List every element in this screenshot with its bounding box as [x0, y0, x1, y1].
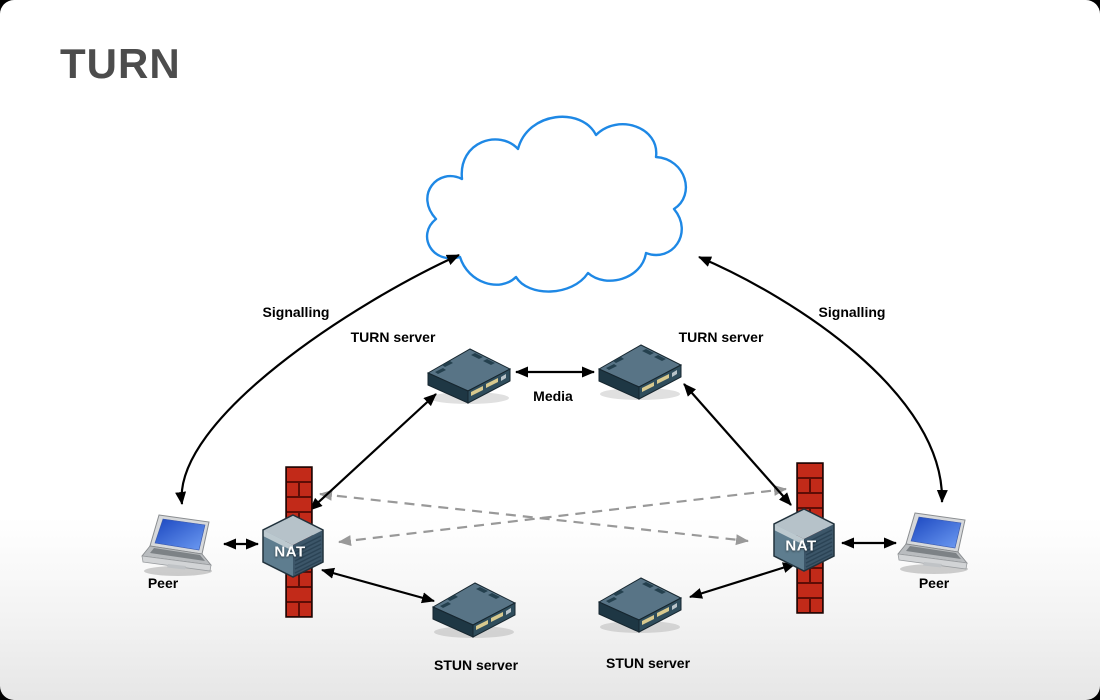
turn-server-label-left: TURN server — [350, 329, 436, 345]
stun-server-right-icon — [598, 577, 682, 634]
nat-label-left: NAT — [274, 543, 306, 561]
turn-server-left-icon — [427, 348, 511, 405]
stun-server-label-left: STUN server — [433, 657, 519, 673]
signalling-arrow-right — [698, 255, 948, 503]
turn-server-label-right: TURN server — [678, 329, 764, 345]
stun-server-label-right: STUN server — [605, 655, 691, 671]
page-title: TURN — [60, 40, 181, 87]
signalling-label-left: Signalling — [262, 304, 330, 320]
signalling-label-right: Signalling — [818, 304, 886, 320]
arrow-nat-right-turn-right — [683, 383, 792, 506]
arrow-nat-left-turn-left — [309, 393, 437, 511]
turn-server-right-icon — [598, 344, 682, 401]
peer-left-laptop-icon — [141, 514, 213, 577]
internet-cloud-icon — [425, 115, 688, 293]
nat-label-right: NAT — [785, 537, 817, 555]
peer-label-right: Peer — [918, 575, 950, 591]
signalling-arrow-left — [175, 253, 460, 505]
peer-label-left: Peer — [147, 575, 179, 591]
peer-right-laptop-icon — [897, 512, 969, 575]
stun-server-left-icon — [432, 582, 516, 639]
arrow-nat-right-stun-right — [689, 562, 796, 599]
dashed-arrow-nat-right-to-nat-left — [338, 484, 787, 547]
arrow-nat-left-stun-left — [321, 567, 435, 604]
media-label: Media — [533, 388, 573, 404]
